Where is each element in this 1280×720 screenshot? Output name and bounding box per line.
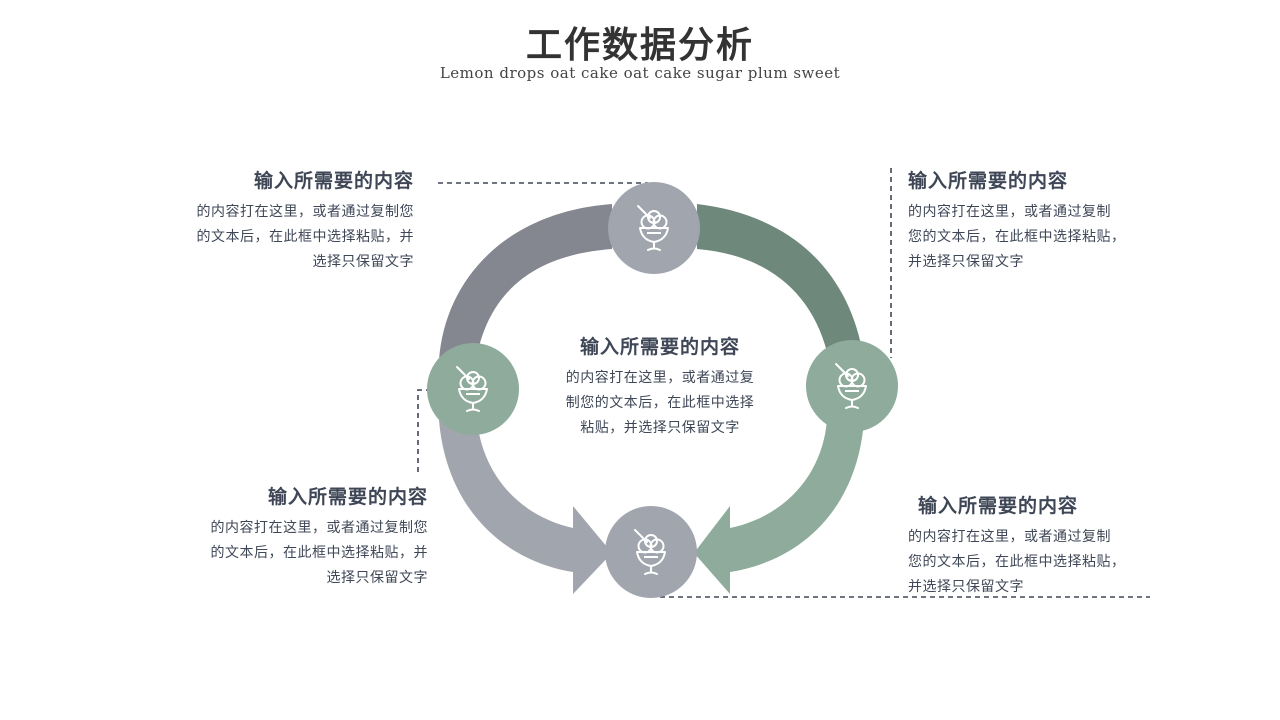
block-heading: 输入所需要的内容 xyxy=(579,336,740,358)
block-heading: 输入所需要的内容 xyxy=(908,170,1069,192)
block-text-line: 粘贴，并选择只保留文字 xyxy=(580,420,740,436)
block-text-line: 选择只保留文字 xyxy=(326,570,428,586)
block-text-line: 的内容打在这里，或者通过复 xyxy=(565,370,755,386)
block-text-line: 的文本后，在此框中选择粘贴，并 xyxy=(210,545,428,561)
block-text-line: 制您的文本后，在此框中选择 xyxy=(565,395,755,411)
block-text-line: 的文本后，在此框中选择粘贴，并 xyxy=(196,229,414,245)
node-top xyxy=(608,182,700,274)
arc-top-left xyxy=(439,204,612,360)
block-text-line: 您的文本后，在此框中选择粘贴， xyxy=(908,554,1126,570)
block-text-line: 的内容打在这里，或者通过复制您 xyxy=(210,520,428,536)
node-right xyxy=(806,340,898,432)
block-heading: 输入所需要的内容 xyxy=(253,170,414,192)
arrow-bottom-right xyxy=(694,420,864,594)
block-text-line: 选择只保留文字 xyxy=(312,254,414,270)
block-text-line: 的内容打在这里，或者通过复制您 xyxy=(196,204,414,220)
block-text-line: 并选择只保留文字 xyxy=(908,254,1024,270)
arc-top-right xyxy=(697,204,864,360)
text-block-top-left: 输入所需要的内容 的内容打在这里，或者通过复制您 的文本后，在此框中选择粘贴，并… xyxy=(150,168,414,275)
block-heading: 输入所需要的内容 xyxy=(918,495,1079,517)
node-bottom xyxy=(605,506,697,598)
node-left xyxy=(427,343,519,435)
page-subtitle: Lemon drops oat cake oat cake sugar plum… xyxy=(439,64,841,82)
arrow-bottom-left xyxy=(439,420,612,594)
block-text-line: 的内容打在这里，或者通过复制 xyxy=(908,204,1111,220)
text-block-top-right: 输入所需要的内容 的内容打在这里，或者通过复制 您的文本后，在此框中选择粘贴， … xyxy=(908,168,1168,275)
text-block-bottom-right: 输入所需要的内容 的内容打在这里，或者通过复制 您的文本后，在此框中选择粘贴， … xyxy=(908,493,1168,600)
block-text-line: 您的文本后，在此框中选择粘贴， xyxy=(908,229,1126,245)
text-block-center: 输入所需要的内容 的内容打在这里，或者通过复 制您的文本后，在此框中选择 粘贴，… xyxy=(532,334,788,441)
block-heading: 输入所需要的内容 xyxy=(267,486,428,508)
block-text-line: 的内容打在这里，或者通过复制 xyxy=(908,529,1111,545)
text-block-bottom-left: 输入所需要的内容 的内容打在这里，或者通过复制您 的文本后，在此框中选择粘贴，并… xyxy=(160,484,428,591)
page-title: 工作数据分析 xyxy=(525,24,754,66)
block-text-line: 并选择只保留文字 xyxy=(908,579,1024,595)
dashed-connectors xyxy=(417,168,1150,598)
